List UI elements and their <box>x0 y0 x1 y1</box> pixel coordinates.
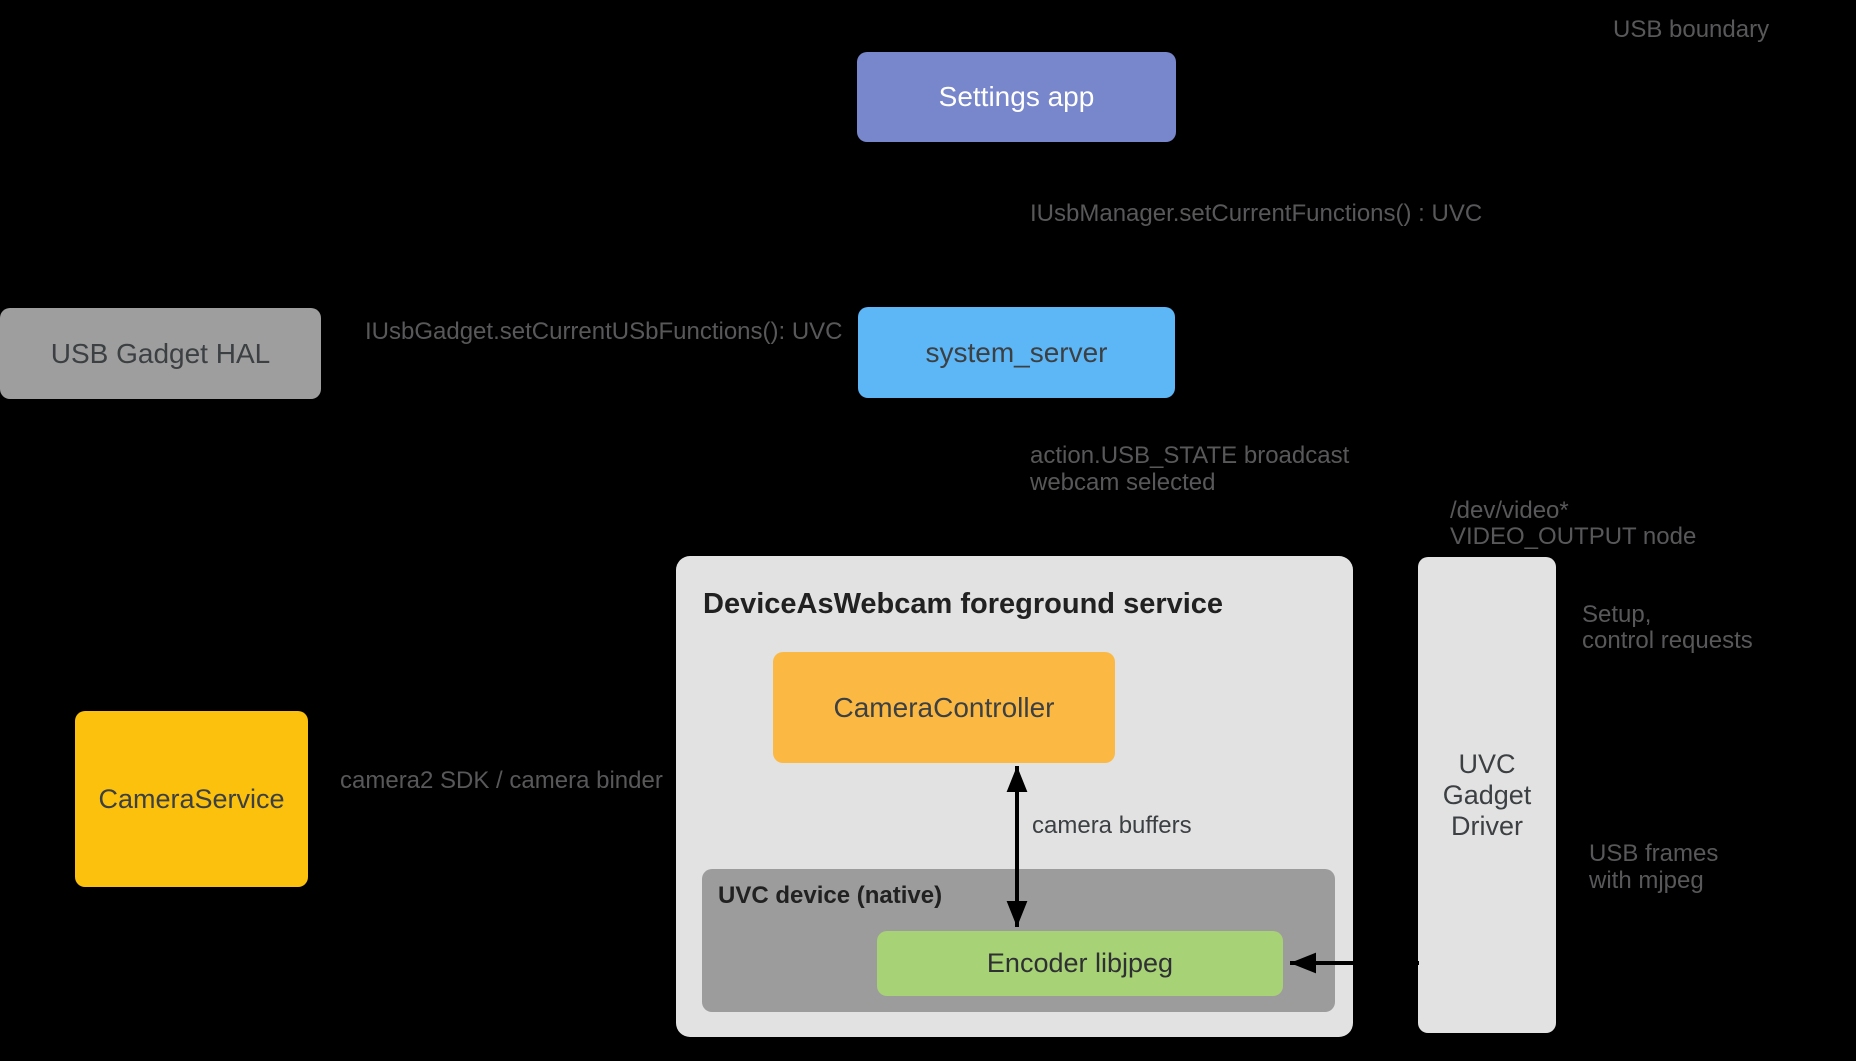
iusbmanager-call-label: IUsbManager.setCurrentFunctions() : UVC <box>1030 200 1483 227</box>
camera2-sdk-label: camera2 SDK / camera binder <box>340 767 663 794</box>
iusbgadget-call-label: IUsbGadget.setCurrentUSbFunctions(): UVC <box>365 318 843 345</box>
dev-video-node-label: /dev/video* VIDEO_OUTPUT node <box>1450 497 1697 550</box>
settings-app-box: Settings app <box>857 52 1176 142</box>
system-server-label: system_server <box>925 336 1108 368</box>
encoder-libjpeg-label: Encoder libjpeg <box>986 948 1174 978</box>
uvc-gadget-driver-label: UVC Gadget Driver <box>1442 748 1532 841</box>
system-server-box: system_server <box>858 307 1175 398</box>
usb-state-broadcast-label: action.USB_STATE broadcast webcam select… <box>1030 442 1350 496</box>
encoder-libjpeg-box: Encoder libjpeg <box>877 931 1283 996</box>
camera-controller-box: CameraController <box>773 652 1115 763</box>
camera-controller-label: CameraController <box>833 691 1055 723</box>
camera-service-box: CameraService <box>75 711 308 887</box>
setup-control-requests-label: Setup, control requests <box>1582 601 1753 654</box>
camera-buffers-label: camera buffers <box>1032 812 1192 839</box>
usb-frames-mjpeg-label: USB frames with mjpeg <box>1589 840 1719 894</box>
uvc-device-native-title: UVC device (native) <box>718 882 943 909</box>
usb-gadget-hal-label: USB Gadget HAL <box>50 337 271 369</box>
usb-boundary-label: USB boundary <box>1613 16 1770 43</box>
uvc-gadget-driver-box <box>1418 557 1556 1033</box>
settings-app-label: Settings app <box>938 81 1095 112</box>
usb-gadget-hal-box: USB Gadget HAL <box>0 308 321 399</box>
foreground-service-title: DeviceAsWebcam foreground service <box>703 588 1224 620</box>
camera-service-label: CameraService <box>98 783 285 814</box>
